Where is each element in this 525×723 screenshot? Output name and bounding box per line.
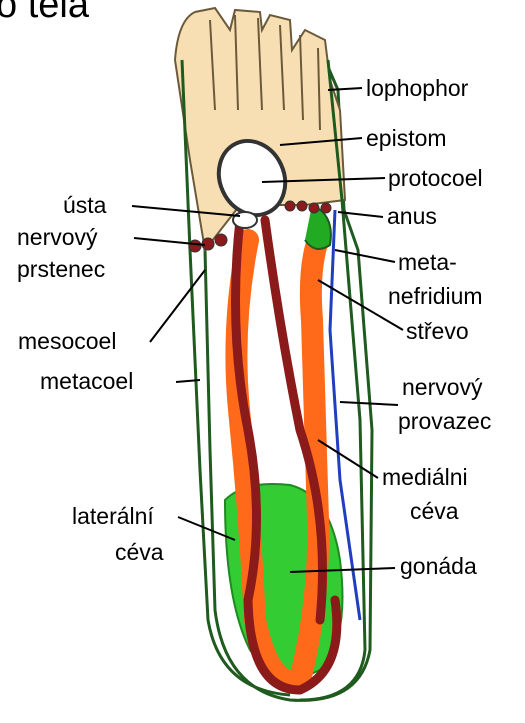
label-lophophor: lophophor <box>366 77 468 100</box>
label-meta: meta- <box>398 251 457 274</box>
label-usta: ústa <box>63 194 106 217</box>
page-title-fragment: o tela <box>0 0 89 24</box>
label-ceva-2: céva <box>115 541 164 564</box>
label-nefridium: nefridium <box>388 285 483 308</box>
label-anus: anus <box>387 205 437 228</box>
label-strevo: střevo <box>406 320 469 343</box>
label-metacoel: metacoel <box>40 370 133 393</box>
label-nervovy-2: nervový <box>402 376 483 399</box>
label-provazec: provazec <box>398 410 491 433</box>
label-epistom: epistom <box>366 127 447 150</box>
label-nervovy-1: nervový <box>17 226 98 249</box>
label-protocoel: protocoel <box>388 167 483 190</box>
label-ceva-1: céva <box>410 500 459 523</box>
label-prstenec: prstenec <box>17 258 105 281</box>
label-gonada: gonáda <box>400 555 477 578</box>
label-medialni: mediálni <box>382 466 468 489</box>
mouth <box>233 212 257 228</box>
label-lateralni: laterální <box>72 505 154 528</box>
label-mesocoel: mesocoel <box>18 330 116 353</box>
